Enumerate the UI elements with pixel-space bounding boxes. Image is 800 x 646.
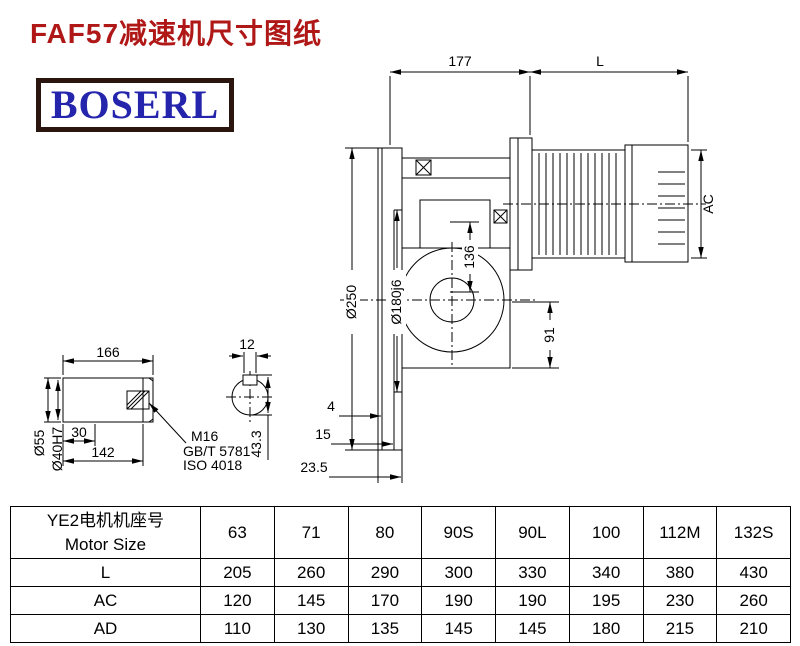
table-cell: 130 [273, 614, 349, 643]
size-col-header: 90S [421, 506, 496, 559]
header-cn: YE2电机机座号 [46, 510, 165, 530]
table-header-row: YE2电机机座号 Motor Size 63 71 80 90S 90L 100… [10, 506, 791, 559]
dim-usable-length: 142 [91, 444, 115, 460]
table-cell: 190 [421, 586, 496, 615]
shaft-side-view: 166 30 142 Ø55 Ø40H7 M16 GB/T 5781 ISO 4… [31, 344, 251, 473]
table-cell: 215 [642, 614, 718, 643]
table-cell: 330 [495, 558, 570, 587]
dim-key-width: 12 [239, 336, 255, 352]
thread-standard-gb: GB/T 5781 [183, 443, 251, 459]
size-col-header: 80 [347, 506, 423, 559]
dim-motor-height: AC [700, 194, 716, 213]
boserl-logo-box: BOSERL [36, 78, 234, 132]
shaft-end-view: 12 43.3 [226, 336, 274, 460]
size-col-header: 90L [495, 506, 570, 559]
dim-key-height: 43.3 [248, 430, 264, 457]
size-col-header: 63 [200, 506, 275, 559]
dimension-table: YE2电机机座号 Motor Size 63 71 80 90S 90L 100… [10, 506, 791, 643]
keyway [242, 374, 258, 386]
dim-gear-width: 177 [448, 53, 472, 69]
table-cell: 205 [200, 558, 275, 587]
table-cell: 135 [347, 614, 423, 643]
main-view: 177 L AC Ø250 Ø180j6 136 91 4 15 23.5 [300, 53, 716, 483]
row-label: AC [10, 586, 201, 615]
dim-center-height: 136 [461, 245, 477, 269]
dim-shaft-length: 166 [96, 344, 120, 360]
fan-cover-louvers [658, 171, 685, 245]
table-cell: 195 [568, 586, 644, 615]
table-cell: 290 [347, 558, 423, 587]
dim-motor-length: L [596, 53, 604, 69]
lifting-eye-icon [415, 159, 432, 176]
size-col-header: 132S [716, 506, 791, 559]
dim-shaft-od: Ø55 [31, 430, 47, 457]
gear-housing [399, 157, 511, 369]
table-cell: 300 [421, 558, 496, 587]
dim-step3: 23.5 [300, 459, 327, 475]
fan-cover [624, 144, 689, 263]
size-col-header: 100 [568, 506, 644, 559]
table-row-AC: AC 120 145 170 190 190 195 230 260 [10, 586, 791, 615]
table-cell: 110 [200, 614, 275, 643]
tapped-hole [126, 390, 150, 410]
dim-axis-offset: 91 [541, 327, 557, 343]
size-col-header: 112M [642, 506, 718, 559]
table-cell: 145 [495, 614, 570, 643]
thread-standard-iso: ISO 4018 [183, 457, 242, 473]
motor-fins [538, 153, 617, 255]
table-cell: 260 [273, 558, 349, 587]
table-cell: 145 [273, 586, 349, 615]
dim-fit-length: 30 [71, 424, 87, 440]
page-title: FAF57减速机尺寸图纸 [30, 18, 323, 49]
size-col-header: 71 [273, 506, 349, 559]
table-row-L: L 205 260 290 300 330 340 380 430 [10, 558, 791, 587]
table-cell: 380 [642, 558, 718, 587]
dim-step1: 4 [327, 398, 335, 414]
table-cell: 210 [716, 614, 791, 643]
row-label: L [10, 558, 201, 587]
thread-callout: M16 [191, 428, 218, 444]
table-cell: 170 [347, 586, 423, 615]
dim-spigot: Ø180j6 [388, 279, 404, 324]
motor [509, 137, 689, 271]
table-cell: 190 [495, 586, 570, 615]
header-en: Motor Size [64, 534, 147, 554]
table-row-AD: AD 110 130 135 145 145 180 215 210 [10, 614, 791, 643]
row-label: AD [10, 614, 201, 643]
table-cell: 230 [642, 586, 718, 615]
motor-size-header-cell: YE2电机机座号 Motor Size [10, 506, 201, 559]
boserl-logo-text: BOSERL [50, 82, 220, 127]
table-cell: 340 [568, 558, 644, 587]
table-cell: 430 [716, 558, 791, 587]
dim-flange-od: Ø250 [343, 285, 359, 319]
table-cell: 260 [716, 586, 791, 615]
table-cell: 120 [200, 586, 275, 615]
dim-bore: Ø40H7 [49, 427, 65, 472]
dim-step2: 15 [315, 426, 331, 442]
table-cell: 180 [568, 614, 644, 643]
table-cell: 145 [421, 614, 496, 643]
plug-icon [493, 209, 508, 224]
